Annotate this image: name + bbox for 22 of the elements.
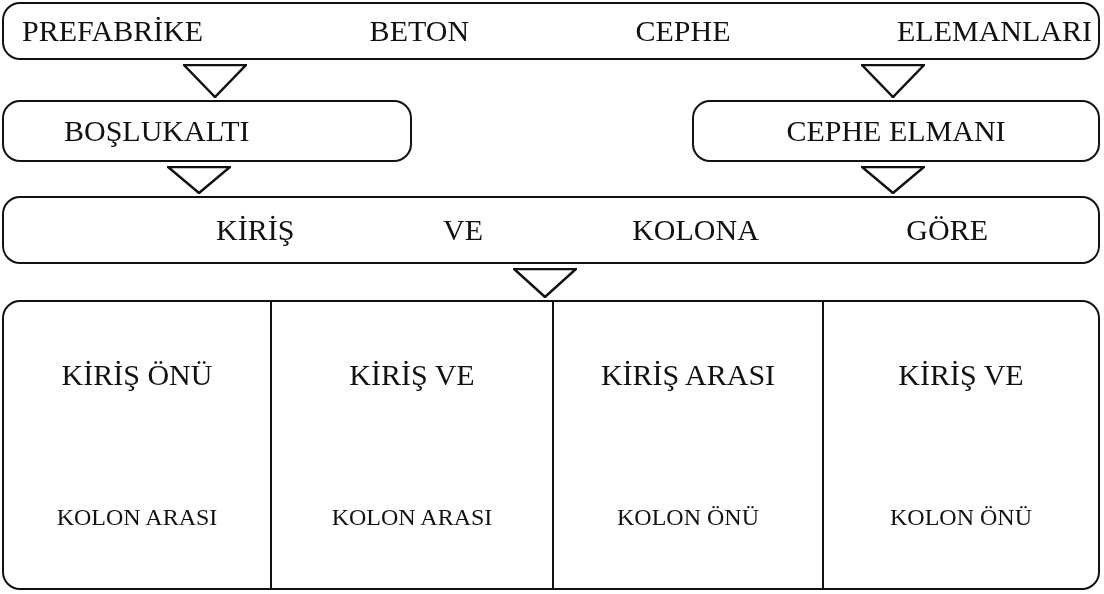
rounded-box: [2, 196, 1100, 264]
rounded-box: [692, 100, 1100, 162]
rounded-box: [2, 100, 412, 162]
node-label: KİRİŞ VE: [348, 357, 476, 393]
node-label: PREFABRİKE BETON CEPHE ELEMANLARI: [22, 13, 1092, 49]
node-label: KOLON ARASI: [330, 504, 494, 532]
node-label: KİRİŞ VE: [897, 357, 1025, 393]
arrow: [182, 63, 248, 99]
node-label: KİRİŞ VE KOLONA GÖRE: [216, 212, 988, 248]
node-label: KOLON ÖNÜ: [616, 504, 760, 532]
arrow: [512, 267, 578, 299]
node-label: CEPHE ELMANI: [785, 113, 1007, 149]
node-label: BOŞLUKALTI: [64, 113, 251, 149]
node-label: KOLON ARASI: [55, 504, 219, 532]
rounded-box: [2, 300, 1100, 590]
arrow: [860, 63, 926, 99]
node-label: KİRİŞ ARASI: [599, 357, 777, 393]
arrow: [860, 165, 926, 195]
arrow: [166, 165, 232, 195]
rounded-box: [2, 2, 1100, 60]
node-label: KİRİŞ ÖNÜ: [60, 357, 214, 393]
node-label: KOLON ÖNÜ: [889, 504, 1033, 532]
